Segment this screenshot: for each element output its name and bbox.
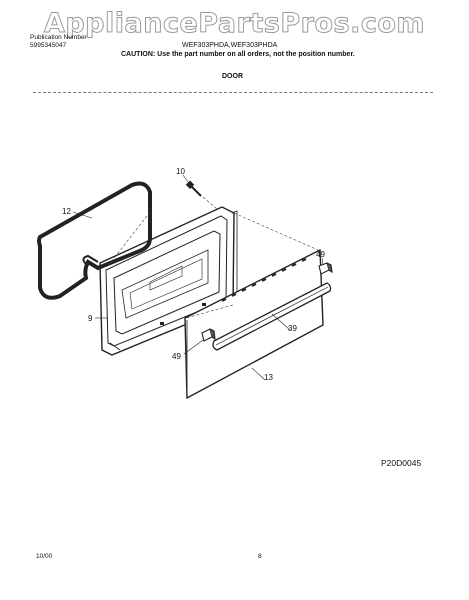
callout-49-right: 49 bbox=[316, 250, 325, 259]
callout-13: 13 bbox=[264, 373, 273, 382]
diagram-id: P20D0045 bbox=[381, 458, 422, 468]
callout-12: 12 bbox=[62, 207, 71, 216]
assembly-lines bbox=[107, 196, 319, 319]
callout-39: 39 bbox=[288, 324, 297, 333]
door-handle bbox=[212, 282, 332, 351]
callout-10: 10 bbox=[176, 167, 185, 176]
publication-number: 5995345047 bbox=[30, 42, 67, 49]
model-numbers: WEF303PHDA,WEF303PHDA bbox=[182, 42, 278, 49]
callout-49-left: 49 bbox=[172, 352, 181, 361]
section-title: DOOR bbox=[222, 73, 243, 80]
handle-end-cap-left bbox=[201, 328, 216, 342]
footer-date: 10/00 bbox=[36, 553, 53, 560]
handle-end-cap-right bbox=[318, 262, 333, 275]
header-divider bbox=[33, 92, 433, 93]
screw bbox=[185, 180, 202, 197]
callout-9: 9 bbox=[88, 314, 93, 323]
door-gasket bbox=[37, 181, 152, 300]
leader-lines bbox=[72, 174, 324, 381]
publication-label: Publication Number bbox=[30, 34, 87, 41]
caution-note: CAUTION: Use the part number on all orde… bbox=[121, 51, 355, 58]
vent-slots bbox=[221, 258, 307, 302]
page-number: 8 bbox=[258, 553, 262, 560]
watermark-logo: AppliancePartsPros.com bbox=[43, 8, 426, 40]
